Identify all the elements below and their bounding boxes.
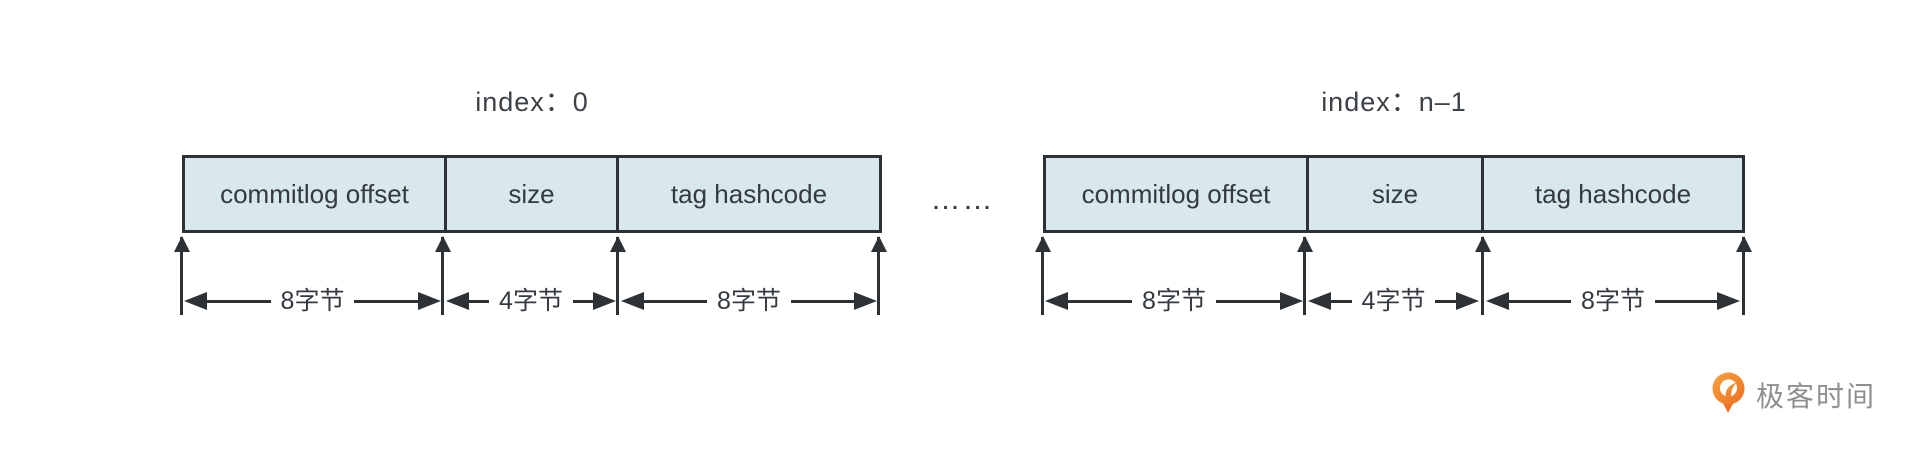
entry-box: commitlog offset size tag hashcode bbox=[1043, 155, 1745, 233]
field-cell-commitlog-offset: commitlog offset bbox=[185, 158, 444, 230]
arrow-left-icon bbox=[1486, 292, 1509, 310]
dimension-arrow: 8字节 bbox=[1486, 285, 1740, 317]
arrow-right-icon bbox=[1456, 292, 1479, 310]
arrow-right-icon bbox=[593, 292, 616, 310]
field-label: size bbox=[508, 178, 555, 209]
boundary-tick bbox=[609, 236, 626, 315]
index-entry-block-n-1: index：n–1 commitlog offset size tag hash… bbox=[1034, 87, 1752, 315]
boundary-tick bbox=[1034, 236, 1051, 315]
entry-box: commitlog offset size tag hashcode bbox=[182, 155, 882, 233]
byte-dimensions: 8字节 4字节 8字节 bbox=[1034, 236, 1752, 317]
dimension-line bbox=[1331, 299, 1352, 303]
dimension-line bbox=[469, 299, 490, 303]
ellipsis-separator: …… bbox=[930, 183, 995, 216]
index-entry-block-0: index：0 commitlog offset size tag hashco… bbox=[173, 87, 887, 315]
arrow-left-icon bbox=[446, 292, 469, 310]
dimension-arrow: 8字节 bbox=[184, 285, 441, 317]
arrow-left-icon bbox=[1308, 292, 1331, 310]
field-label: tag hashcode bbox=[1534, 178, 1692, 209]
up-arrow-icon bbox=[1474, 236, 1491, 252]
dimension-line bbox=[354, 299, 418, 303]
geektime-logo: 极客时间 bbox=[1710, 371, 1876, 418]
dimension-line bbox=[1435, 299, 1456, 303]
dimension-line bbox=[1654, 299, 1717, 303]
dimension-arrow: 8字节 bbox=[1045, 285, 1303, 317]
dimension-arrow: 8字节 bbox=[621, 285, 877, 317]
boundary-tick bbox=[173, 236, 190, 315]
dimension-line bbox=[790, 299, 854, 303]
bytes-label: 8字节 bbox=[280, 287, 345, 315]
field-cell-commitlog-offset: commitlog offset bbox=[1046, 158, 1306, 230]
arrow-left-icon bbox=[184, 292, 207, 310]
field-cell-size: size bbox=[444, 158, 616, 230]
up-arrow-icon bbox=[1296, 236, 1313, 252]
dimension-line bbox=[1509, 299, 1572, 303]
byte-dimensions: 8字节 4字节 8字节 bbox=[173, 236, 887, 317]
up-arrow-icon bbox=[1735, 236, 1752, 252]
bytes-label: 4字节 bbox=[1361, 287, 1426, 315]
up-arrow-icon bbox=[173, 236, 190, 252]
geektime-pin-icon bbox=[1710, 371, 1747, 418]
up-arrow-icon bbox=[434, 236, 451, 252]
field-cell-tag-hashcode: tag hashcode bbox=[1481, 158, 1742, 230]
dimension-line bbox=[572, 299, 593, 303]
bytes-label: 4字节 bbox=[499, 287, 563, 315]
dimension-line bbox=[1215, 299, 1280, 303]
bytes-label: 8字节 bbox=[1142, 287, 1206, 315]
boundary-tick bbox=[434, 236, 451, 315]
dimension-line bbox=[1068, 299, 1133, 303]
index-label: index：0 bbox=[475, 87, 589, 117]
field-cell-size: size bbox=[1306, 158, 1481, 230]
boundary-tick bbox=[1735, 236, 1752, 315]
boundary-tick bbox=[1474, 236, 1491, 315]
arrow-right-icon bbox=[1717, 292, 1740, 310]
dimension-line bbox=[644, 299, 708, 303]
index-label: index：n–1 bbox=[1321, 87, 1467, 117]
arrow-left-icon bbox=[621, 292, 644, 310]
bytes-label: 8字节 bbox=[717, 287, 781, 315]
arrow-right-icon bbox=[854, 292, 877, 310]
up-arrow-icon bbox=[609, 236, 626, 252]
field-label: size bbox=[1371, 178, 1419, 209]
up-arrow-icon bbox=[1034, 236, 1051, 252]
dimension-arrow: 4字节 bbox=[446, 285, 616, 317]
dimension-arrow: 4字节 bbox=[1308, 285, 1479, 317]
field-label: tag hashcode bbox=[670, 178, 828, 209]
arrow-right-icon bbox=[418, 292, 441, 310]
dimension-line bbox=[207, 299, 271, 303]
arrow-right-icon bbox=[1280, 292, 1303, 310]
boundary-tick bbox=[1296, 236, 1313, 315]
arrow-left-icon bbox=[1045, 292, 1068, 310]
field-label: commitlog offset bbox=[220, 178, 409, 209]
up-arrow-icon bbox=[870, 236, 887, 252]
boundary-tick bbox=[870, 236, 887, 315]
bytes-label: 8字节 bbox=[1581, 287, 1645, 315]
field-cell-tag-hashcode: tag hashcode bbox=[616, 158, 879, 230]
field-label: commitlog offset bbox=[1081, 178, 1271, 209]
geektime-logo-text: 极客时间 bbox=[1756, 380, 1877, 412]
